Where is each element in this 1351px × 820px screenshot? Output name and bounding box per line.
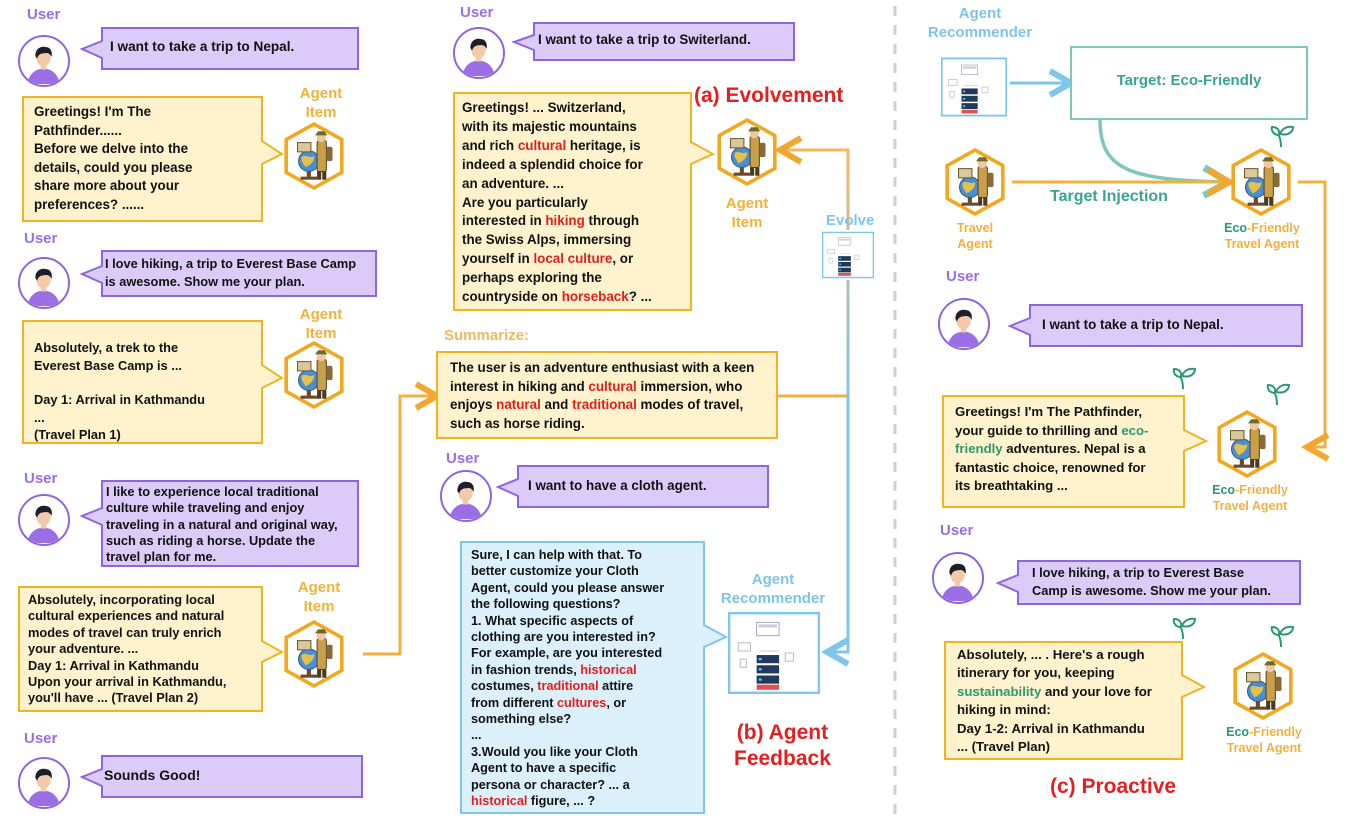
user-bubble-shape	[496, 465, 769, 508]
agent-message-sw: Greetings! ... Switzerland, with its maj…	[462, 100, 652, 305]
agent-explorer-icon	[283, 341, 345, 409]
user-avatar-icon	[453, 27, 505, 79]
sprout-icon	[1270, 624, 1296, 648]
user-avatar-icon	[18, 757, 70, 809]
user-bubble-shape	[512, 22, 795, 61]
user-message-r1: I want to take a trip to Nepal.	[1042, 317, 1224, 332]
user-label: User	[24, 230, 58, 247]
agent-bubble-shape	[942, 395, 1208, 508]
user-bubble-shape	[80, 480, 359, 567]
sprout-icon	[1270, 124, 1296, 148]
target-injection-label: Target Injection	[1050, 188, 1168, 205]
recommender-server-icon	[728, 612, 820, 694]
agent-bubble-shape	[453, 92, 715, 311]
agent-bubble-shape	[22, 320, 284, 444]
user-label: User	[940, 522, 974, 539]
recommender-bubble-shape	[460, 541, 728, 814]
user-bubble-shape	[996, 560, 1301, 605]
user-bubble-shape	[80, 27, 359, 70]
arrow-target-injection	[1098, 119, 1225, 182]
user-label: User	[27, 6, 61, 23]
caption-proactive: (c) Proactive	[1050, 775, 1177, 798]
sprout-icon	[1266, 382, 1292, 406]
user-label: User	[24, 730, 58, 747]
user-avatar-icon	[18, 35, 70, 87]
user-bubble-shape	[80, 755, 363, 798]
sprout-icon	[1172, 616, 1198, 640]
user-label: User	[946, 268, 980, 285]
summarize-label: Summarize:	[444, 327, 530, 344]
user-label: User	[446, 450, 480, 467]
agent-message-r2: Absolutely, ... . Here's a rough itinera…	[957, 647, 1152, 755]
agent-message-r1: Greetings! I'm The Pathfinder, your guid…	[955, 404, 1149, 494]
agent-explorer-icon	[1230, 148, 1292, 216]
user-message-1: I want to take a trip to Nepal.	[110, 39, 295, 54]
arrow-evolve-up	[783, 150, 850, 398]
user-label: User	[460, 4, 494, 21]
user-avatar-icon	[18, 257, 70, 309]
agent-explorer-icon	[716, 118, 778, 186]
arrow-eco-down	[1298, 180, 1325, 447]
agent-explorer-icon	[1232, 652, 1294, 720]
user-bubble-shape	[1008, 304, 1303, 347]
evolve-label: Evolve	[826, 212, 875, 229]
caption-evolvement: (a) Evolvement	[694, 84, 844, 107]
arrow-to-summary	[363, 396, 434, 656]
user-avatar-icon	[440, 470, 492, 522]
user-avatar-icon	[18, 494, 70, 546]
target-label: Target: Eco-Friendly	[1116, 72, 1262, 89]
user-avatar-icon	[932, 552, 984, 604]
recommender-server-icon	[822, 230, 874, 280]
agent-explorer-icon	[283, 620, 345, 688]
summary-box: The user is an adventure enthusiast with…	[436, 351, 778, 439]
agent-explorer-icon	[283, 122, 345, 190]
arrow-to-recommender	[830, 398, 850, 652]
agent-bubble-shape	[944, 641, 1206, 760]
recommender-server-icon	[941, 50, 1007, 124]
agent-explorer-icon	[1216, 410, 1278, 478]
agent-bubble-shape	[22, 96, 284, 222]
user-message-sw: I want to take a trip to Switerland.	[538, 32, 751, 47]
recommender-message: Sure, I can help with that. To better cu…	[471, 548, 665, 809]
user-bubble-shape	[80, 250, 377, 297]
user-message-4: Sounds Good!	[104, 767, 201, 783]
user-avatar-icon	[938, 298, 990, 350]
target-box	[1070, 46, 1308, 120]
user-label: User	[24, 470, 58, 487]
agent-explorer-icon	[944, 148, 1006, 216]
user-message-cloth: I want to have a cloth agent.	[528, 478, 707, 493]
user-message-2: I love hiking, a trip to Everest Base Ca…	[105, 256, 357, 289]
agent-bubble-shape	[18, 586, 284, 712]
sprout-icon	[1172, 366, 1198, 390]
